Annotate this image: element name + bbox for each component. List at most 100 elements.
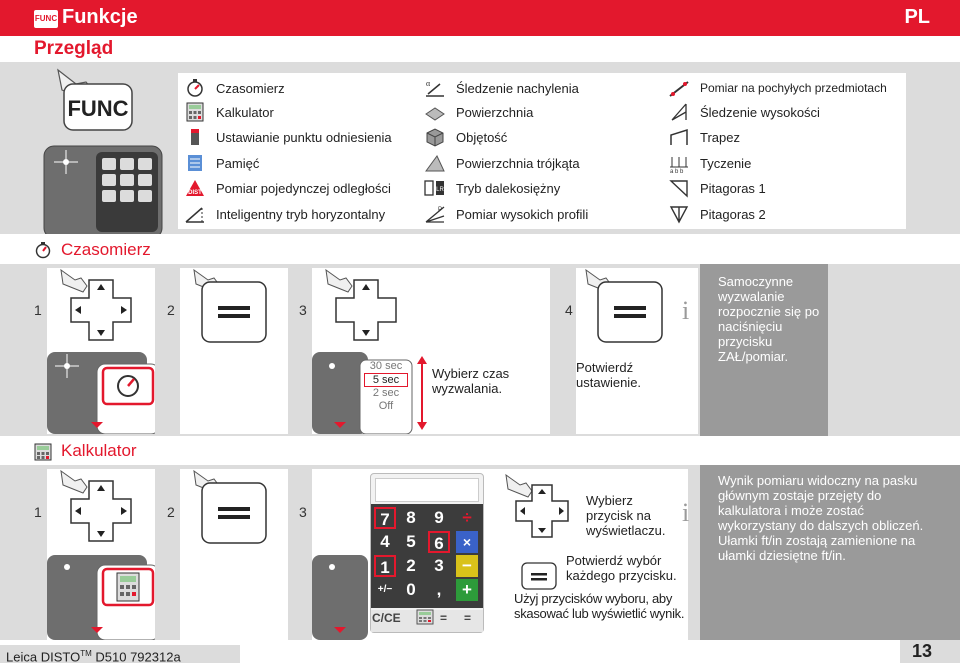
list-item-label: Trapez: [700, 129, 740, 145]
calc-key-3[interactable]: 3: [434, 556, 444, 575]
calc-nav-text: Użyj przycisków wyboru, aby skasować lub…: [514, 591, 685, 621]
calc-step-2: [180, 469, 288, 640]
list-item-smart-horizontal: Inteligentny tryb horyzontalny: [184, 202, 385, 226]
calc-key-comma[interactable]: ,: [436, 580, 442, 599]
step-number: 2: [167, 504, 175, 520]
reference-point-icon: [184, 127, 206, 147]
calc-equals-softkey[interactable]: =: [440, 611, 448, 625]
svg-text:α: α: [426, 79, 431, 88]
timer-step-4: Potwierdź ustawienie.: [576, 268, 688, 434]
step-number: 1: [34, 504, 42, 520]
list-item-height-tracking: Śledzenie wysokości: [668, 100, 820, 124]
hand-press-icon: [325, 268, 353, 293]
calc-clear-key[interactable]: C/CE: [372, 611, 401, 625]
timer-option[interactable]: 30 sec: [369, 360, 403, 372]
timer-option[interactable]: 2 sec: [372, 387, 400, 399]
list-item-label: Inteligentny tryb horyzontalny: [216, 206, 386, 222]
calc-key-1[interactable]: 1: [374, 555, 396, 577]
page-number: 13: [900, 640, 960, 663]
list-item-slope-object: Pomiar na pochyłych przedmiotach: [668, 76, 887, 100]
calculator-icon[interactable]: [416, 609, 434, 625]
calculator-section-title: Kalkulator: [61, 441, 137, 460]
triangle-area-icon: [424, 153, 446, 173]
hand-press-icon: FUNC: [43, 68, 163, 239]
equals-key-icon: [597, 281, 663, 343]
trapezoid-icon: [668, 127, 690, 147]
list-item-area: Powierzchnia: [424, 100, 533, 124]
pythagoras-2-icon: [668, 204, 690, 224]
calc-step-1: [47, 469, 160, 641]
trademark: TM: [80, 649, 92, 658]
hand-press-icon: [60, 268, 88, 293]
step-number: 3: [299, 504, 307, 520]
calc-key-0[interactable]: 0: [406, 580, 416, 599]
timer-option-selected[interactable]: 5 sec: [364, 373, 408, 387]
calc-key-2[interactable]: 2: [406, 556, 416, 575]
equals-key-icon: [201, 482, 267, 544]
list-item-single-distance: DIST Pomiar pojedynczej odległości: [184, 176, 391, 200]
timer-confirm-text: Potwierdź ustawienie.: [576, 360, 642, 390]
list-item-label: Pomiar wysokich profili: [456, 206, 589, 222]
calc-key-7[interactable]: 7: [374, 507, 396, 529]
list-item-label: Tryb dalekosiężny: [456, 180, 561, 196]
calc-info-box: Wynik pomiaru widoczny na pasku głównym …: [700, 465, 960, 640]
calc-key-plus[interactable]: +: [456, 579, 478, 601]
calc-key-multiply[interactable]: ×: [456, 531, 478, 553]
timer-icon: [34, 241, 52, 259]
svg-text:LR: LR: [436, 187, 444, 193]
timer-step-3: 30 sec 5 sec 2 sec Off Wybierz czas wyzw…: [312, 268, 550, 434]
slope-object-icon: [668, 78, 690, 98]
footer-brand: Leica DISTOTM D510 792312a: [0, 645, 240, 663]
calc-key-5[interactable]: 5: [406, 532, 416, 551]
hand-press-icon: [505, 473, 533, 498]
svg-text:P: P: [438, 207, 442, 213]
up-down-arrow-icon: [417, 356, 427, 430]
calc-key-6[interactable]: 6: [428, 531, 450, 553]
area-icon: [424, 102, 446, 122]
model-code: D510 792312a: [95, 649, 181, 663]
list-item-calculator: Kalkulator: [184, 100, 274, 124]
calc-key-9[interactable]: 9: [434, 508, 444, 527]
nav-pad-icon: [515, 484, 569, 538]
calc-key-divide[interactable]: ÷: [462, 508, 472, 527]
calc-key-8[interactable]: 8: [406, 508, 416, 527]
calc-step-3: 7 8 9 ÷ 4 5 6 × 1 2 3 − +/− 0 , + C/CE =…: [312, 469, 688, 640]
hand-press-icon: [60, 469, 88, 494]
step-number: 1: [34, 302, 42, 318]
list-item-label: Powierzchnia: [456, 104, 534, 120]
list-item-trapezoid: Trapez: [668, 125, 740, 149]
list-item-triangle: Powierzchnia trójkąta: [424, 151, 580, 175]
nav-pad-icon: [70, 279, 132, 341]
section-subtitle: Przegląd: [34, 38, 114, 59]
nav-pad-icon: [70, 480, 132, 542]
volume-icon: [424, 127, 446, 147]
list-item-label: Śledzenie wysokości: [700, 104, 820, 120]
calc-equals-key[interactable]: =: [464, 611, 472, 625]
step-number: 2: [167, 302, 175, 318]
func-key-label: FUNC: [67, 96, 128, 121]
list-item-label: Czasomierz: [216, 80, 285, 96]
list-item-label: Pitagoras 1: [700, 180, 766, 196]
list-item-label: Objętość: [456, 129, 508, 145]
smart-horizontal-icon: [184, 204, 206, 224]
svg-text:a b b: a b b: [670, 169, 684, 173]
list-item-label: Ustawianie punktu odniesienia: [216, 129, 392, 145]
timer-info-box: Samoczynne wyzwalanie rozpocznie się po …: [700, 264, 828, 436]
timer-icon: [184, 78, 206, 98]
stake-out-icon: a b b: [668, 153, 690, 173]
height-profile-icon: P: [424, 204, 446, 224]
brand-name: Leica DISTO: [6, 649, 81, 663]
list-item-label: Pamięć: [216, 155, 260, 171]
timer-option[interactable]: Off: [378, 400, 394, 412]
calc-key-4[interactable]: 4: [380, 532, 390, 551]
timer-step-2: [180, 268, 288, 434]
timer-step-1: [47, 268, 160, 435]
calc-confirm-text: Potwierdź wybór każdego przycisku.: [566, 553, 677, 583]
language-code: PL: [904, 6, 930, 28]
calc-key-sign[interactable]: +/−: [377, 584, 393, 595]
list-item-volume: Objętość: [424, 125, 507, 149]
calculator-icon: [184, 102, 206, 122]
calc-key-minus[interactable]: −: [456, 555, 478, 577]
page-title: Funkcje: [62, 6, 138, 28]
list-item-label: Pomiar pojedynczej odległości: [216, 180, 391, 196]
